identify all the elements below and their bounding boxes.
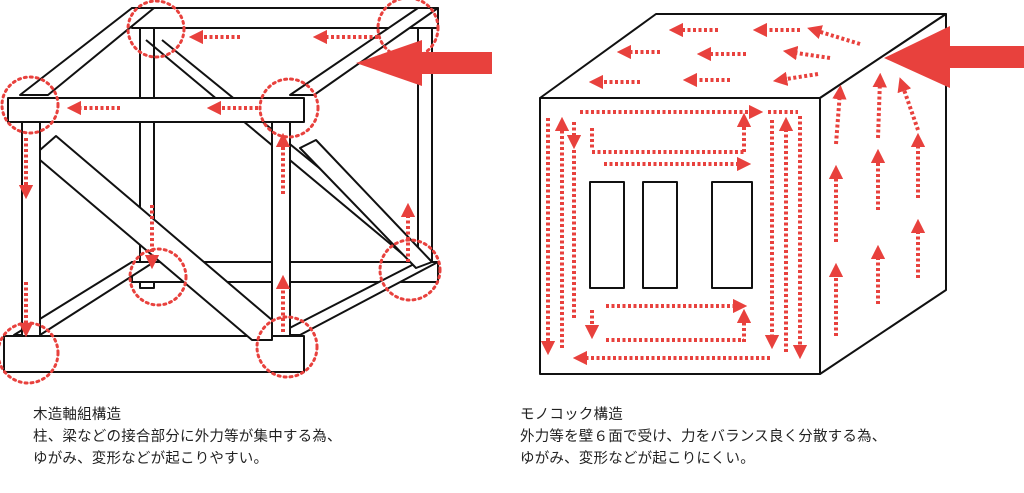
right-side-brace <box>299 139 433 269</box>
timber-frame-illustration <box>3 7 439 373</box>
monocoque-description-line2: ゆがみ、変形などが起こりにくい。 <box>520 451 755 467</box>
front-diagonal-brace <box>39 135 273 341</box>
box-front-face <box>539 97 821 375</box>
force-path-arrows-left <box>18 29 416 338</box>
monocoque-title: モノコック構造 <box>520 407 623 423</box>
box-side-face <box>819 13 947 375</box>
timber-frame-title: 木造軸組構造 <box>33 407 122 423</box>
timber-frame-description-line1: 柱、梁などの接合部分に外力等が集中する為、 <box>33 429 342 445</box>
monocoque-description-line1: 外力等を壁６面で受け、力をバランス良く分散する為、 <box>520 429 887 445</box>
monocoque-caption: モノコック構造 外力等を壁６面で受け、力をバランス良く分散する為、 ゆがみ、変形… <box>520 404 886 470</box>
timber-frame-caption: 木造軸組構造 柱、梁などの接合部分に外力等が集中する為、 ゆがみ、変形などが起こ… <box>33 404 342 470</box>
external-force-arrow-left <box>356 40 492 86</box>
window-openings <box>589 181 753 289</box>
front-frame <box>3 97 305 373</box>
external-force-arrow-right <box>884 26 1024 88</box>
force-path-arrows-right <box>540 22 926 366</box>
timber-frame-description-line2: ゆがみ、変形などが起こりやすい。 <box>33 451 269 467</box>
